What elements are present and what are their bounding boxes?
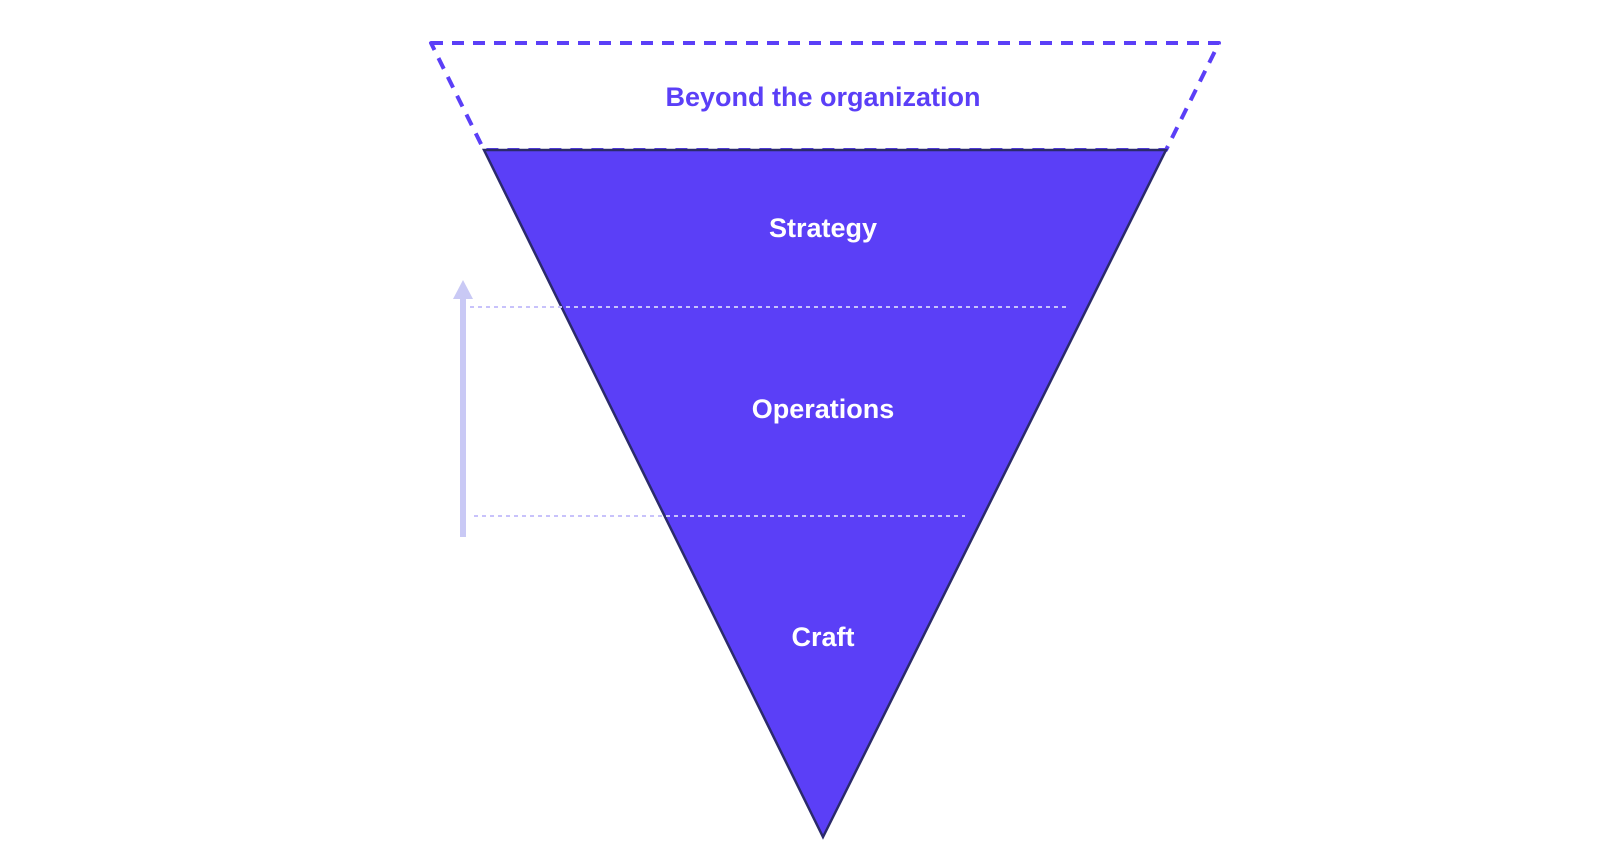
layer-label-craft: Craft xyxy=(791,622,854,652)
beyond-organization-label: Beyond the organization xyxy=(665,82,980,112)
layer-label-strategy: Strategy xyxy=(769,213,877,243)
layer-label-operations: Operations xyxy=(752,394,895,424)
pyramid-body xyxy=(481,148,1169,840)
arrow-up-icon xyxy=(453,280,473,537)
